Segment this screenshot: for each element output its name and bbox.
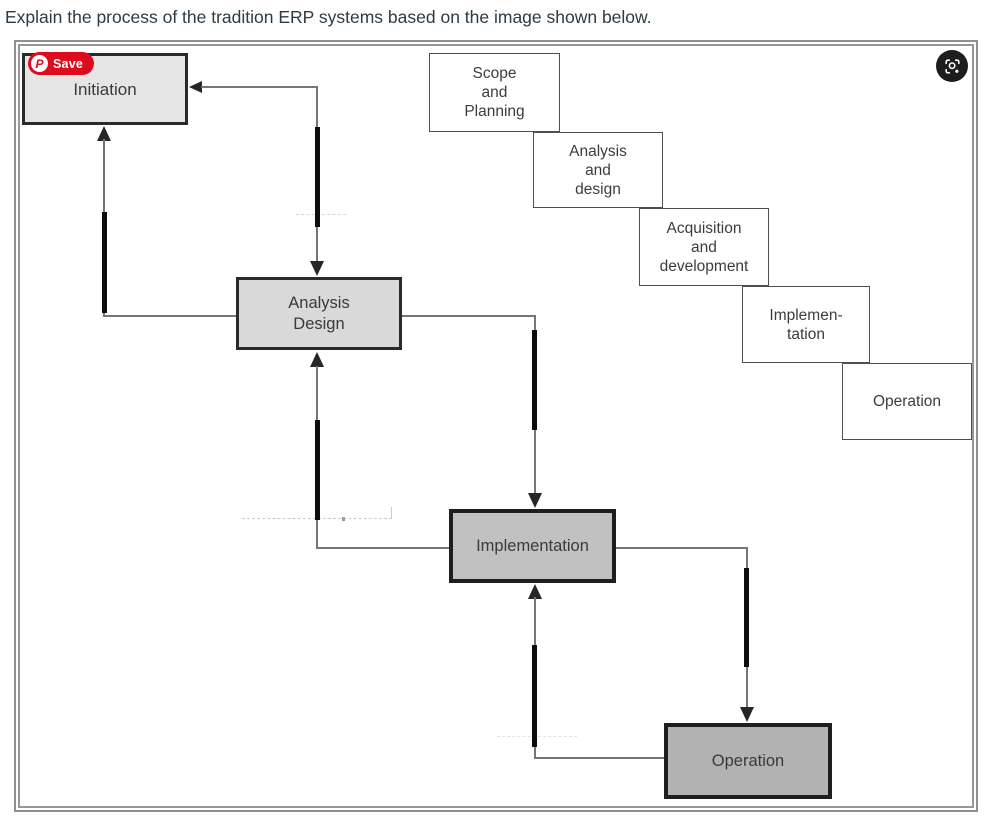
artifact-dashes-3 [497,736,577,737]
waterfall-box-implementation-label: Implemen- tation [769,306,843,343]
arrowhead-into-initiation-right [189,81,202,93]
waterfall-box-acquisition-and-development-label: Acquisition and development [659,219,749,275]
waterfall-box-scope-and-planning-label: Scope and Planning [464,65,525,120]
connector-analysisdesign-implementation-horizontal [402,315,535,317]
flow-box-implementation: Implementation [449,509,616,583]
flow-box-implementation-label: Implementation [476,536,589,555]
arrowhead-into-implementation-bottom [528,584,542,599]
flow-box-analysis-design: Analysis Design [236,277,402,350]
flow-box-initiation: Initiation [22,53,188,125]
connector-implementation-operation-horizontal [614,547,748,549]
emphasis-bar-implementation-operation [744,568,749,667]
pinterest-logo-letter: P [35,56,44,71]
waterfall-box-implementation: Implemen- tation [742,286,870,363]
arrowhead-into-implementation-top [528,493,542,508]
artifact-dashes-1 [296,214,346,215]
waterfall-box-operation-label: Operation [872,393,942,410]
flow-box-operation: Operation [664,723,832,799]
artifact-corner [391,507,392,519]
emphasis-bar-initiation-analysisdesign [315,127,320,227]
waterfall-box-acquisition-and-development: Acquisition and development [639,208,769,286]
emphasis-bar-analysisdesign-initiation [102,212,107,313]
arrowhead-into-operation-top [740,707,754,722]
flow-box-analysis-design-label: Analysis Design [288,293,350,333]
pinterest-save-button[interactable]: P Save [28,52,94,75]
flow-box-initiation-label: Initiation [73,79,137,99]
emphasis-bar-operation-implementation [532,645,537,747]
waterfall-box-scope-and-planning: Scope and Planning [429,53,560,132]
connector-initiation-analysisdesign-horizontal [201,86,318,88]
waterfall-box-operation: Operation [842,363,972,440]
arrowhead-into-analysisdesign-top [310,261,324,276]
arrowhead-into-initiation-bottom [97,126,111,141]
pinterest-save-label: Save [53,56,83,71]
waterfall-box-analysis-and-design: Analysis and design [533,132,663,208]
lens-icon [943,57,962,76]
connector-implementation-analysisdesign-horizontal [316,547,451,549]
question-text: Explain the process of the tradition ERP… [5,7,652,27]
connector-analysisdesign-initiation-horizontal [103,315,238,317]
flow-box-operation-label: Operation [711,751,785,770]
connector-operation-implementation-horizontal [534,757,666,759]
arrowhead-into-analysisdesign-bottom [310,352,324,367]
emphasis-bar-implementation-analysisdesign [315,420,320,520]
erp-diagram-image [14,40,978,812]
emphasis-bar-analysisdesign-implementation [532,330,537,430]
artifact-tick [342,517,345,521]
lens-search-button[interactable] [936,50,968,82]
waterfall-box-analysis-and-design-label: Analysis and design [569,142,627,198]
pinterest-logo-icon: P [31,55,48,72]
